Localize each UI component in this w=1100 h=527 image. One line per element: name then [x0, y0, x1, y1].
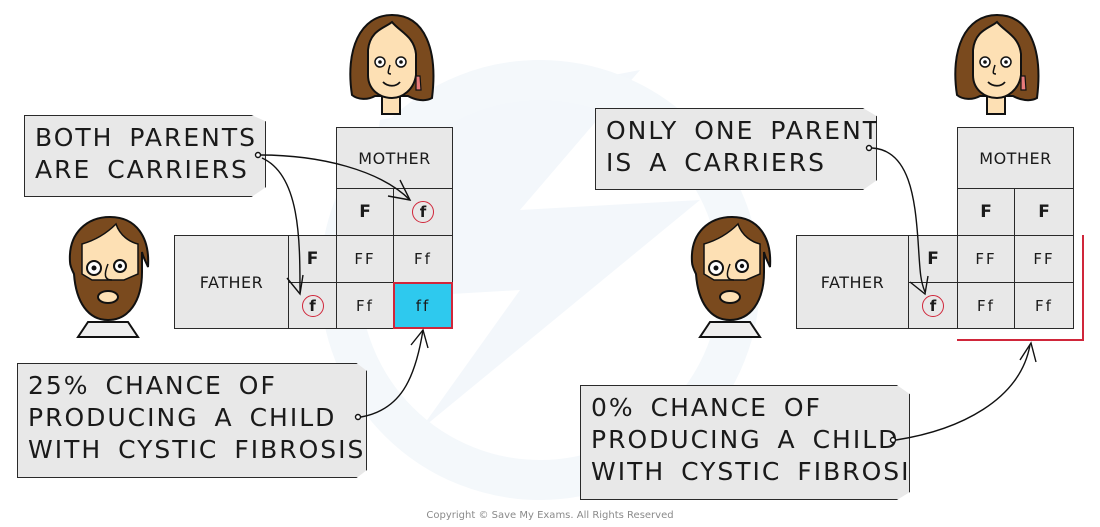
- copyright-notice: Copyright © Save My Exams. All Rights Re…: [426, 510, 674, 521]
- circled-recessive-allele: f: [301, 294, 324, 317]
- callout-line: PRODUCING A CHILD: [28, 403, 337, 432]
- mother-avatar-icon: [349, 13, 435, 115]
- father-label: FATHER: [796, 235, 909, 329]
- circled-recessive-allele: f: [412, 201, 434, 223]
- genotype-cell: Ff: [1014, 282, 1074, 329]
- callout-line: 0% CHANCE OF: [591, 393, 822, 422]
- mother-allele: F: [336, 188, 394, 236]
- father-allele-cell: f: [288, 282, 337, 329]
- callout-0-percent-chance: 0% CHANCE OF PRODUCING A CHILD WITH CYST…: [580, 385, 910, 500]
- mother-allele: F: [957, 188, 1015, 236]
- father-avatar-icon: [68, 215, 150, 338]
- callout-line: WITH CYSTIC FIBROSIS: [28, 435, 366, 464]
- callout-line: ARE CARRIERS: [35, 155, 249, 184]
- genotype-cell: Ff: [336, 282, 394, 329]
- father-label: FATHER: [174, 235, 289, 329]
- father-allele: F: [908, 235, 958, 283]
- callout-25-percent-chance: 25% CHANCE OF PRODUCING A CHILD WITH CYS…: [17, 363, 367, 478]
- mother-label: MOTHER: [957, 127, 1074, 189]
- callout-line: ONLY ONE PARENT: [606, 116, 881, 145]
- genotype-cell: FF: [1014, 235, 1074, 283]
- mother-avatar-icon: [954, 13, 1040, 115]
- callout-line: 25% CHANCE OF: [28, 371, 277, 400]
- genotype-cell: Ff: [957, 282, 1015, 329]
- genotype-cell-highlighted: ff: [393, 282, 453, 329]
- callout-line: WITH CYSTIC FIBROSIS: [591, 457, 929, 486]
- father-allele-cell: f: [908, 282, 958, 329]
- genotype-cell: Ff: [393, 235, 453, 283]
- callout-line: PRODUCING A CHILD: [591, 425, 900, 454]
- callout-line: IS A CARRIERS: [606, 148, 826, 177]
- circled-recessive-allele: f: [922, 294, 944, 317]
- father-avatar-icon: [690, 215, 772, 338]
- callout-one-parent-carrier: ONLY ONE PARENT IS A CARRIERS: [595, 108, 877, 190]
- mother-allele-cell: f: [393, 188, 453, 236]
- genotype-cell: FF: [957, 235, 1015, 283]
- callout-line: BOTH PARENTS: [35, 123, 257, 152]
- mother-allele: F: [1014, 188, 1074, 236]
- father-allele: F: [288, 235, 337, 283]
- mother-label: MOTHER: [336, 127, 453, 189]
- genotype-cell: FF: [336, 235, 394, 283]
- callout-both-parents-carriers: BOTH PARENTS ARE CARRIERS: [24, 115, 266, 197]
